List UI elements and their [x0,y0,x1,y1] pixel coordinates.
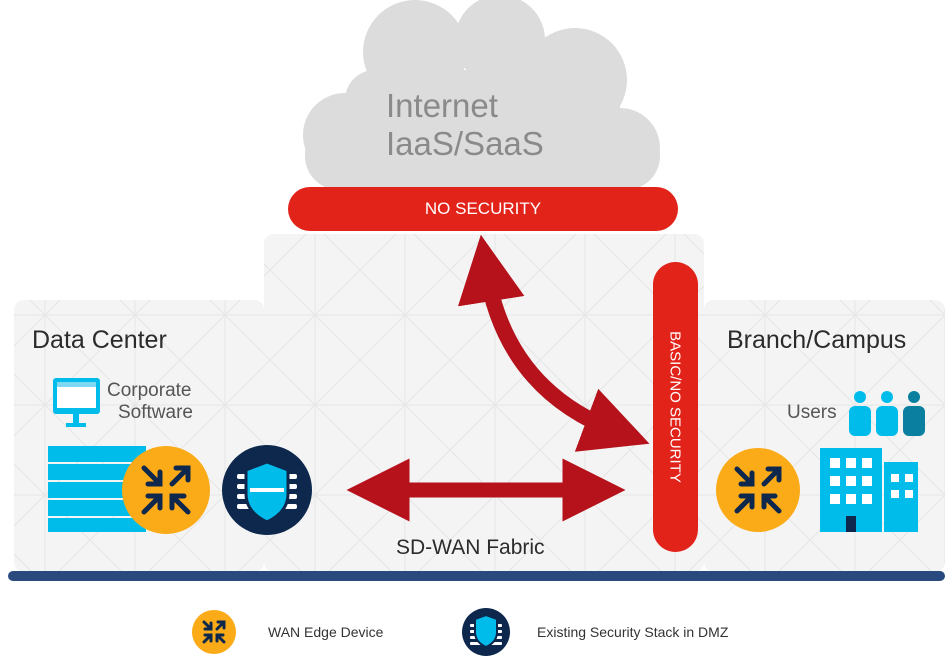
wan-edge-icon [122,446,210,534]
legend-wan-edge-label: WAN Edge Device [268,624,384,640]
sd-wan-fabric-title: SD-WAN Fabric [396,536,545,559]
bottom-bar [8,571,945,581]
server-rack-icon [48,446,146,532]
cloud-label-iaas-saas: IaaS/SaaS [386,125,544,162]
users-icon [849,391,925,436]
computer-monitor-icon [53,378,100,427]
data-center-title: Data Center [32,326,167,354]
legend-wan-edge-icon [192,610,236,654]
branch-campus-title: Branch/Campus [727,326,907,354]
no-security-label: NO SECURITY [424,199,542,218]
basic-no-security-banner [653,262,698,552]
building-icon [820,448,918,532]
legend-security-shield-icon [462,608,510,656]
corporate-label: Corporate [107,380,192,401]
cloud-label-internet: Internet [386,87,498,124]
users-label: Users [787,402,837,423]
wan-edge-icon [716,448,800,532]
basic-no-security-label: BASIC/NO SECURITY [666,331,684,483]
cloud-icon [303,0,660,190]
legend-security-stack-label: Existing Security Stack in DMZ [537,624,729,640]
security-shield-icon [222,445,312,535]
software-label: Software [118,402,193,423]
no-security-banner [288,187,678,231]
curved-arrow [457,234,650,452]
